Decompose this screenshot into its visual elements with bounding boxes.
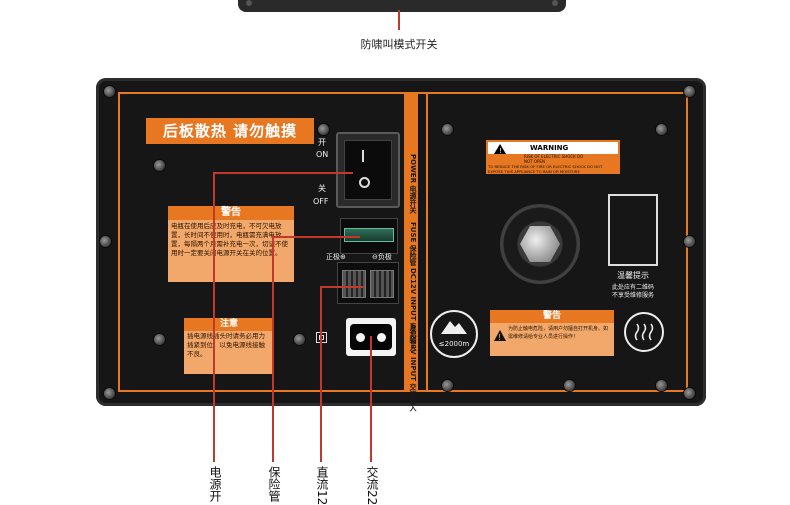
qr-code-placeholder: [608, 194, 658, 266]
switch-off-label-en: OFF: [313, 197, 329, 206]
switch-on-label-en: ON: [316, 150, 329, 159]
switch-off-label-cn: 关: [318, 184, 326, 193]
upper-device-edge: [238, 0, 566, 12]
screw-icon: [100, 236, 111, 247]
leader-line-dc-h: [320, 286, 364, 288]
callout-power-switch: 电源开: [208, 466, 222, 502]
svg-text:!: !: [499, 147, 502, 154]
shock-warning-head: [488, 142, 618, 154]
heat-warning-banner: 后板散热 请勿触摸: [146, 118, 314, 144]
shock-warning-heading: WARNING: [530, 144, 569, 152]
anti-feedback-switch-caption: 防啸叫模式开关: [360, 38, 438, 51]
screw-icon: [442, 380, 453, 391]
strip-label-fuse: FUSE 保险管: [409, 222, 417, 266]
leader-line-power: [213, 172, 215, 462]
leader-line-dc: [320, 286, 322, 462]
screw-icon: [442, 124, 453, 135]
fuse-glass: [344, 228, 394, 242]
screw-icon: [656, 124, 667, 135]
strip-label-ac: AC220V INPUT 交流输入: [409, 324, 417, 412]
screw-icon: [318, 124, 329, 135]
electric-shock-warning-icon: !: [494, 330, 506, 341]
switch-on-label-cn: 开: [318, 138, 326, 147]
svg-text:!: !: [498, 333, 501, 341]
screw-icon: [684, 388, 695, 399]
strip-label-dc: DC12V INPUT 直流输入: [409, 268, 417, 352]
screw-icon: [104, 388, 115, 399]
screw-icon: [154, 160, 165, 171]
electric-shock-warning-icon: !: [494, 144, 506, 154]
bolt-hex-head-icon: [520, 226, 560, 262]
qr-tip-line1: 此处应有二维码: [611, 284, 654, 291]
callout-fuse: 保险管: [267, 466, 281, 502]
leader-line-fuse-h: [272, 236, 360, 238]
ac-socket-pin: [377, 333, 386, 342]
screw-icon: [684, 236, 695, 247]
screw-icon: [294, 334, 305, 345]
strip-label-power: POWER 电源开关: [409, 154, 417, 214]
humidity-warning-icon: [624, 312, 664, 352]
qr-tip-title: 温馨提示: [617, 271, 649, 280]
plug-note-title: 注意: [184, 318, 274, 331]
dc-terminal-screw-icon[interactable]: [342, 270, 366, 298]
screw-icon: [684, 86, 695, 97]
switch-on-mark-icon: [362, 150, 364, 162]
ac-socket-pin: [356, 333, 365, 342]
leader-line-top: [398, 10, 400, 30]
dc-terminal-screw-icon[interactable]: [370, 270, 394, 298]
mountain-icon: [441, 321, 467, 334]
callout-dc-input: 直流12: [315, 466, 329, 505]
open-warning-title: 警告: [490, 310, 614, 323]
battery-warning-title: 警告: [168, 206, 294, 220]
screw-icon: [564, 380, 575, 391]
shock-warning-sub: RISK OF ELECTRIC SHOCK DO NOT OPEN: [524, 154, 584, 164]
qr-tip-line2: 不享受维修服务: [611, 292, 654, 299]
screw-icon: [104, 86, 115, 97]
dc-positive-label: 正极⊕: [326, 253, 346, 261]
altitude-limit-text: ≤2000m: [438, 340, 470, 348]
shock-warning-line: TO REDUCE THE RISK OF FIRE OR ELECTRIC S…: [488, 164, 603, 174]
panel-center-strip-inner: [418, 94, 426, 390]
power-switch-rocker[interactable]: [344, 140, 392, 200]
battery-warning-text: 电瓶在使用后应及时充电，不可欠电放置，长时间不使用时，电瓶需充满电放置，每隔两个…: [171, 222, 288, 257]
dc-negative-label: ⊖负极: [372, 253, 392, 261]
leader-line-power-h: [213, 172, 353, 174]
leader-line-fuse: [272, 236, 274, 462]
open-warning-text: 为防止触电危险，请用户勿擅自打开机身。如需维修请给专业人员进行操作！: [508, 326, 609, 340]
callout-ac-input: 交流22: [365, 466, 379, 505]
altitude-limit-icon: [430, 310, 478, 358]
screw-icon: [154, 334, 165, 345]
plug-note-text: 插电源线插头时请务必用力插紧到位，以免电源线接触不良。: [187, 332, 265, 358]
steam-icon: [634, 323, 654, 341]
screw-icon: [656, 380, 667, 391]
leader-line-ac: [370, 336, 372, 462]
switch-off-mark-icon: [359, 177, 370, 188]
